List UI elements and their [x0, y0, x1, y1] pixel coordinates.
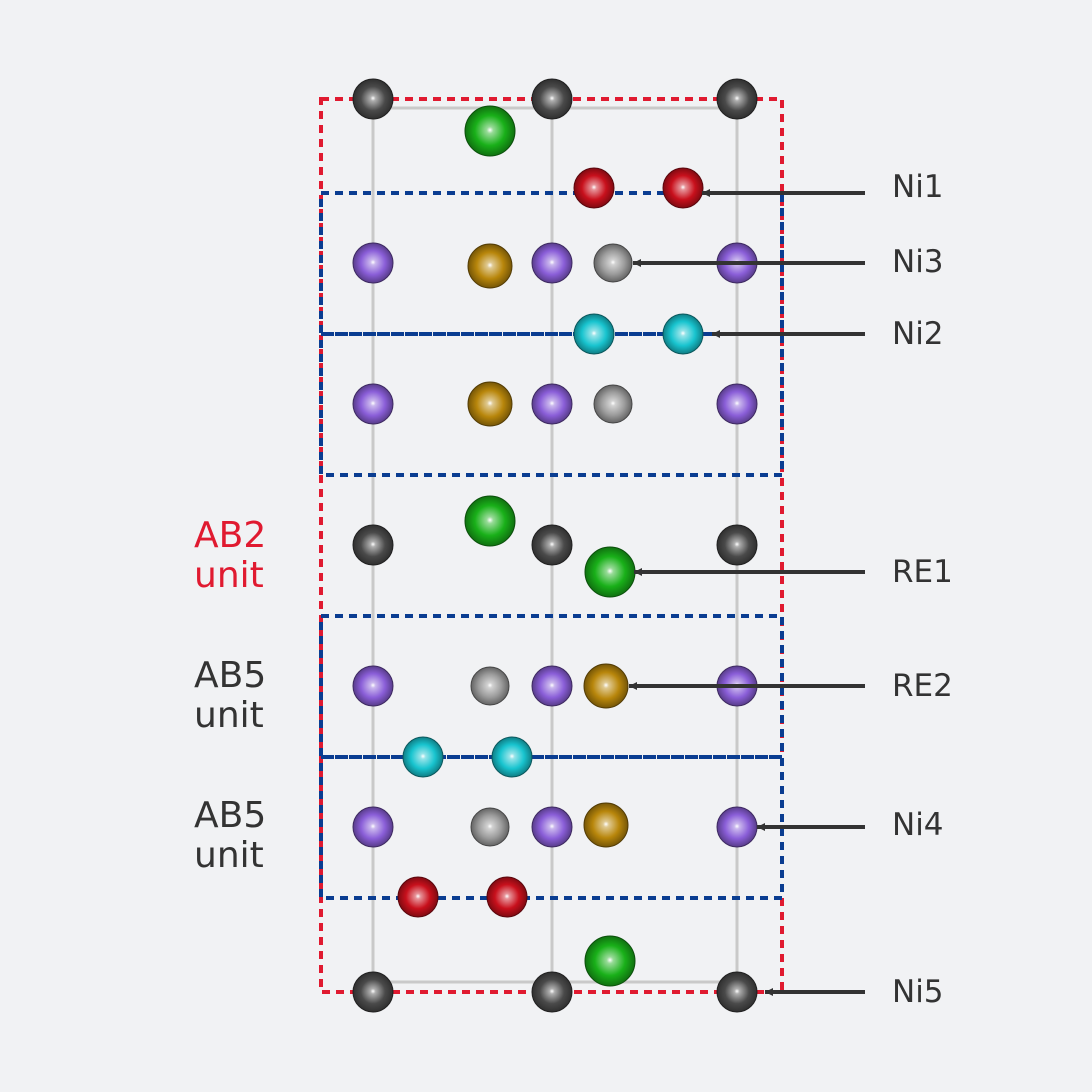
atom-purple — [352, 665, 394, 707]
site-label-ni4: Ni4 — [892, 807, 944, 843]
atom-red — [662, 167, 704, 209]
atom-dark-gray — [352, 971, 394, 1013]
atom-purple — [352, 806, 394, 848]
atom-purple — [352, 242, 394, 284]
site-label-re1: RE1 — [892, 554, 953, 590]
atom-purple — [531, 242, 573, 284]
ab5-unit-label-upper: AB5 unit — [194, 655, 267, 736]
site-label-ni3: Ni3 — [892, 244, 944, 280]
atom-dark-gray — [531, 971, 573, 1013]
ab2-unit-label: AB2 unit — [194, 515, 267, 596]
atoms — [352, 78, 758, 1013]
atom-purple — [531, 806, 573, 848]
ab5-box-2 — [319, 332, 784, 477]
atom-purple — [531, 665, 573, 707]
pointer-arrows — [629, 189, 865, 996]
atom-gold — [467, 381, 513, 427]
atom-purple — [531, 383, 573, 425]
atom-dark-gray — [531, 524, 573, 566]
atom-cyan — [662, 313, 704, 355]
atom-cyan — [402, 736, 444, 778]
atom-dark-gray — [352, 78, 394, 120]
atom-red — [573, 167, 615, 209]
atom-dark-gray — [352, 524, 394, 566]
ab5-unit-boxes — [319, 191, 784, 900]
atom-dark-gray — [716, 971, 758, 1013]
atom-purple — [352, 383, 394, 425]
site-label-re2: RE2 — [892, 668, 953, 704]
site-label-ni2: Ni2 — [892, 316, 944, 352]
ab5-unit-label-lower: AB5 unit — [194, 795, 267, 876]
atom-light-gray — [470, 807, 510, 847]
atom-green — [464, 495, 516, 547]
atom-red — [397, 876, 439, 918]
atom-green — [584, 546, 636, 598]
site-label-ni5: Ni5 — [892, 974, 944, 1010]
atom-cyan — [573, 313, 615, 355]
atom-gold — [467, 243, 513, 289]
atom-dark-gray — [716, 78, 758, 120]
atom-light-gray — [593, 243, 633, 283]
atom-dark-gray — [716, 524, 758, 566]
atom-purple — [716, 806, 758, 848]
atom-green — [464, 105, 516, 157]
site-label-ni1: Ni1 — [892, 169, 944, 205]
atom-light-gray — [593, 384, 633, 424]
atom-cyan — [491, 736, 533, 778]
atom-gold — [583, 663, 629, 709]
atom-gold — [583, 802, 629, 848]
atom-light-gray — [470, 666, 510, 706]
atom-purple — [716, 383, 758, 425]
ab5-box-4 — [319, 755, 784, 900]
atom-green — [584, 935, 636, 987]
atom-dark-gray — [531, 78, 573, 120]
atom-red — [486, 876, 528, 918]
